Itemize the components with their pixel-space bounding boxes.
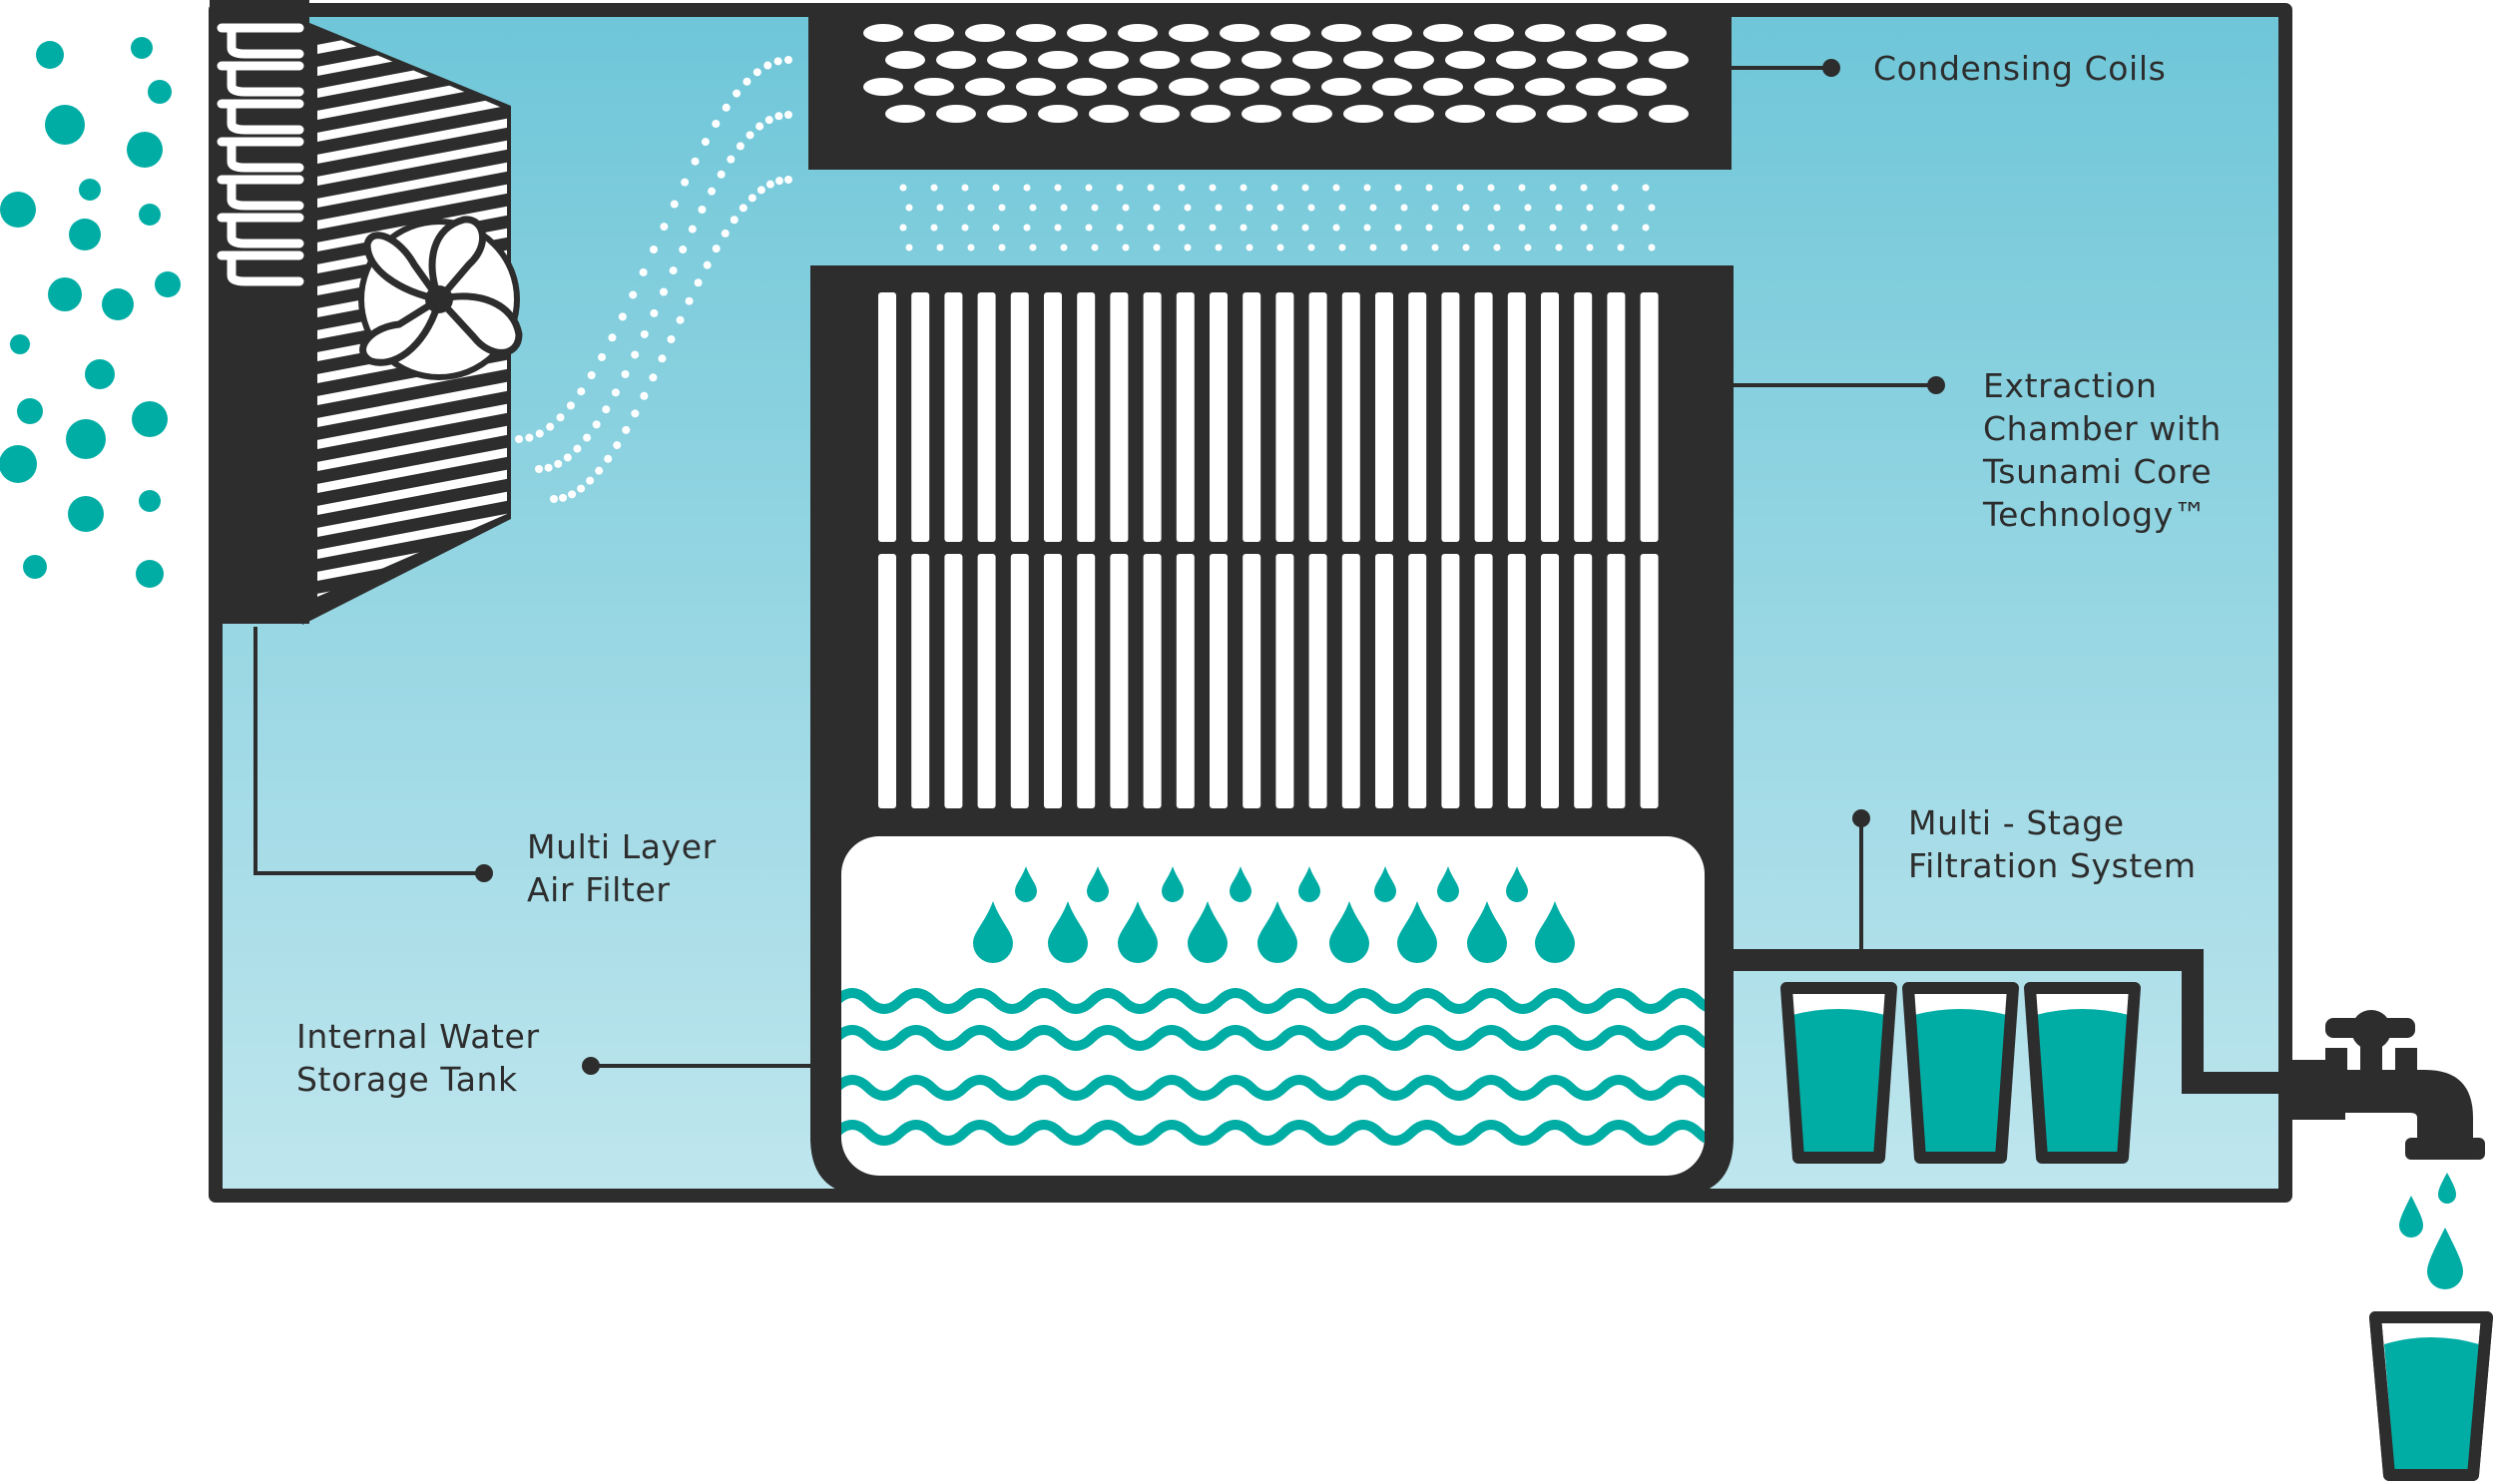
filter-fins-top: [217, 23, 304, 286]
water-drop-icon: [973, 866, 1575, 963]
fan-icon: [358, 216, 523, 380]
filtration-cups: [1780, 982, 2141, 1164]
internal-water-tank: [841, 836, 1705, 1176]
faucet-icon: [2285, 1010, 2485, 1160]
label-multi-layer-air-filter: Multi Layer Air Filter: [527, 827, 728, 909]
falling-drops: [2399, 1173, 2463, 1289]
filtration-system: [1734, 949, 2325, 1164]
label-multi-stage-filtration: Multi - Stage Filtration System: [1908, 803, 2197, 885]
label-extraction-chamber: Extraction Chamber with Tsunami Core Tec…: [1982, 366, 2233, 534]
leader-lines: [253, 59, 1945, 1075]
airflow-dots: [515, 56, 792, 503]
condensing-coils-block: [808, 10, 1732, 170]
label-condensing-coils: Condensing Coils: [1873, 49, 2166, 88]
condensation-mist-dots: [899, 184, 1656, 251]
air-bubbles-icon: [0, 37, 181, 588]
label-internal-water-tank: Internal Water Storage Tank: [296, 1017, 551, 1099]
water-glass-icon: [2369, 1311, 2493, 1481]
